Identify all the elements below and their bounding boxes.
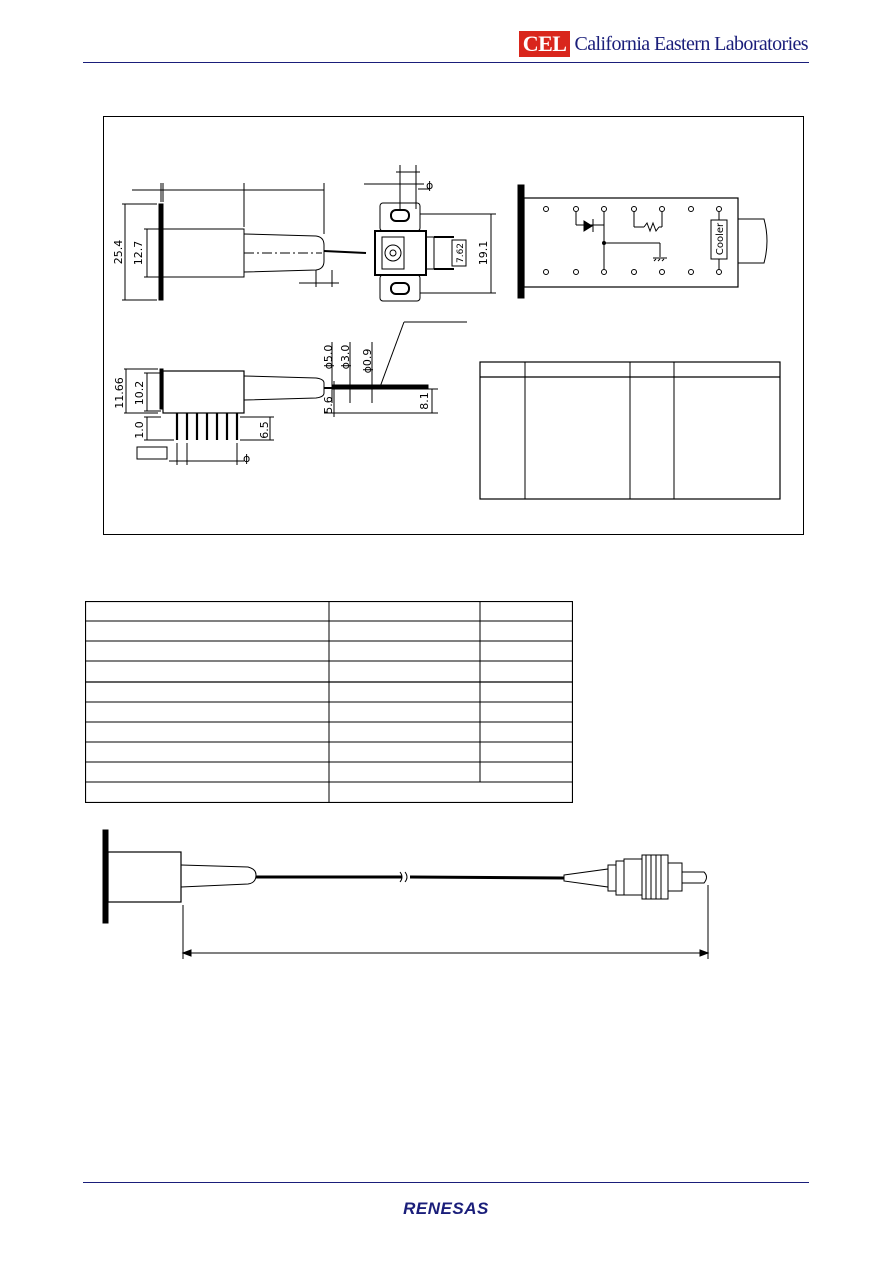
package-drawing: 25.4 12.7 ϕ 7.62 19.1 [112, 165, 781, 500]
cooler-box [710, 219, 728, 260]
renesas-wordmark: RENESAS [403, 1199, 489, 1218]
pigtail-boot [180, 864, 257, 888]
pigtail-body [107, 851, 182, 903]
dia-symbol-front: ϕ [426, 179, 433, 192]
dia-5-0: ϕ5.0 [322, 345, 335, 370]
flange-side [158, 203, 164, 301]
fiber-side [323, 250, 367, 254]
flange-rear [517, 184, 525, 299]
company-name: California Eastern Laboratories [574, 32, 808, 55]
dim-6-5: 6.5 [258, 421, 271, 439]
pins [175, 413, 239, 440]
footer-rule [83, 1182, 809, 1183]
dim-12-7: 12.7 [132, 241, 145, 266]
package-drawing-frame: 25.4 12.7 ϕ 7.62 19.1 [103, 116, 804, 535]
body-side [162, 228, 245, 278]
mount-slot-top [390, 209, 410, 222]
header-rule [83, 62, 809, 63]
renesas-logo: RENESAS [0, 1199, 892, 1219]
header-logo: CEL California Eastern Laboratories [518, 30, 809, 58]
dim-10-2: 10.2 [133, 381, 146, 406]
mount-slot-bottom [390, 282, 410, 295]
dim-8-1: 8.1 [418, 392, 431, 410]
pin-table [479, 361, 781, 500]
dim-7-62: 7.62 [456, 243, 466, 263]
pin-holes [543, 206, 722, 275]
cooler-label: Cooler [715, 222, 726, 255]
dim-11-66: 11.66 [113, 377, 126, 409]
fiber-pigtail-drawing [102, 829, 710, 959]
dia-symbol-pin: ϕ [243, 452, 250, 465]
specification-table [85, 601, 573, 803]
rear-body [523, 197, 739, 288]
dim-1-0: 1.0 [133, 421, 146, 439]
body-bottom [162, 370, 245, 414]
receptacle [381, 236, 405, 270]
dim-5-6: 5.6 [322, 396, 335, 414]
pigtail-flange [102, 829, 109, 924]
boot-side [243, 233, 325, 273]
dim-25-4: 25.4 [112, 240, 125, 265]
connector-boot [563, 868, 609, 888]
pin-count-box [136, 446, 168, 460]
dia-0-9: ϕ0.9 [361, 349, 374, 374]
ferrule [682, 871, 707, 884]
cel-logo-badge: CEL [518, 31, 571, 57]
mount-ear-bottom [379, 274, 421, 302]
rear-boot [738, 218, 768, 264]
dim-19-1: 19.1 [477, 241, 490, 266]
boot-bottom [243, 375, 325, 401]
dia-3-0: ϕ3.0 [339, 345, 352, 370]
